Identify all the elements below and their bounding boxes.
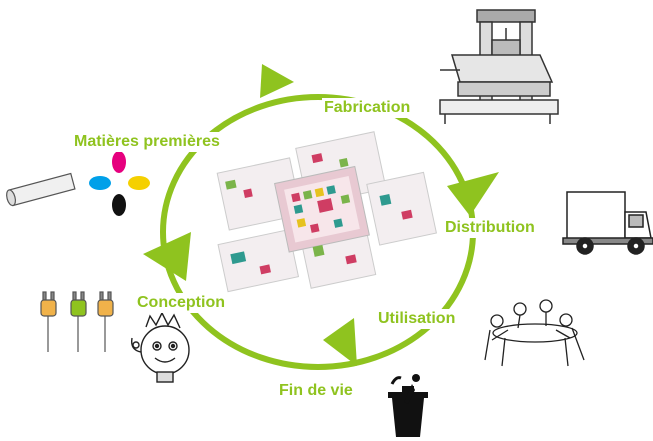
lightbulb-idea-icon (131, 311, 190, 383)
electrical-plugs-icon (40, 291, 114, 352)
printing-press-icon (439, 9, 559, 124)
stage-label-fabrication: Fabrication (322, 98, 413, 118)
stage-label-fin-de-vie: Fin de vie (277, 381, 355, 401)
stage-label-matieres-premieres: Matières premières (72, 132, 222, 152)
stage-label-distribution: Distribution (443, 218, 537, 238)
cycle-arrow-top (260, 64, 294, 98)
trash-bin-icon (388, 374, 428, 437)
cycle-arrow-right (447, 172, 499, 216)
delivery-truck-icon (562, 191, 653, 255)
cycle-arrow-left (143, 232, 191, 281)
stage-label-conception: Conception (135, 293, 227, 313)
paper-roll-and-cmyk-ink-icon (6, 151, 150, 216)
cycle-arrow-bottom (323, 318, 357, 366)
people-playing-at-table-icon (484, 299, 585, 367)
board-game-icon (216, 131, 438, 293)
stage-label-utilisation: Utilisation (376, 309, 458, 329)
